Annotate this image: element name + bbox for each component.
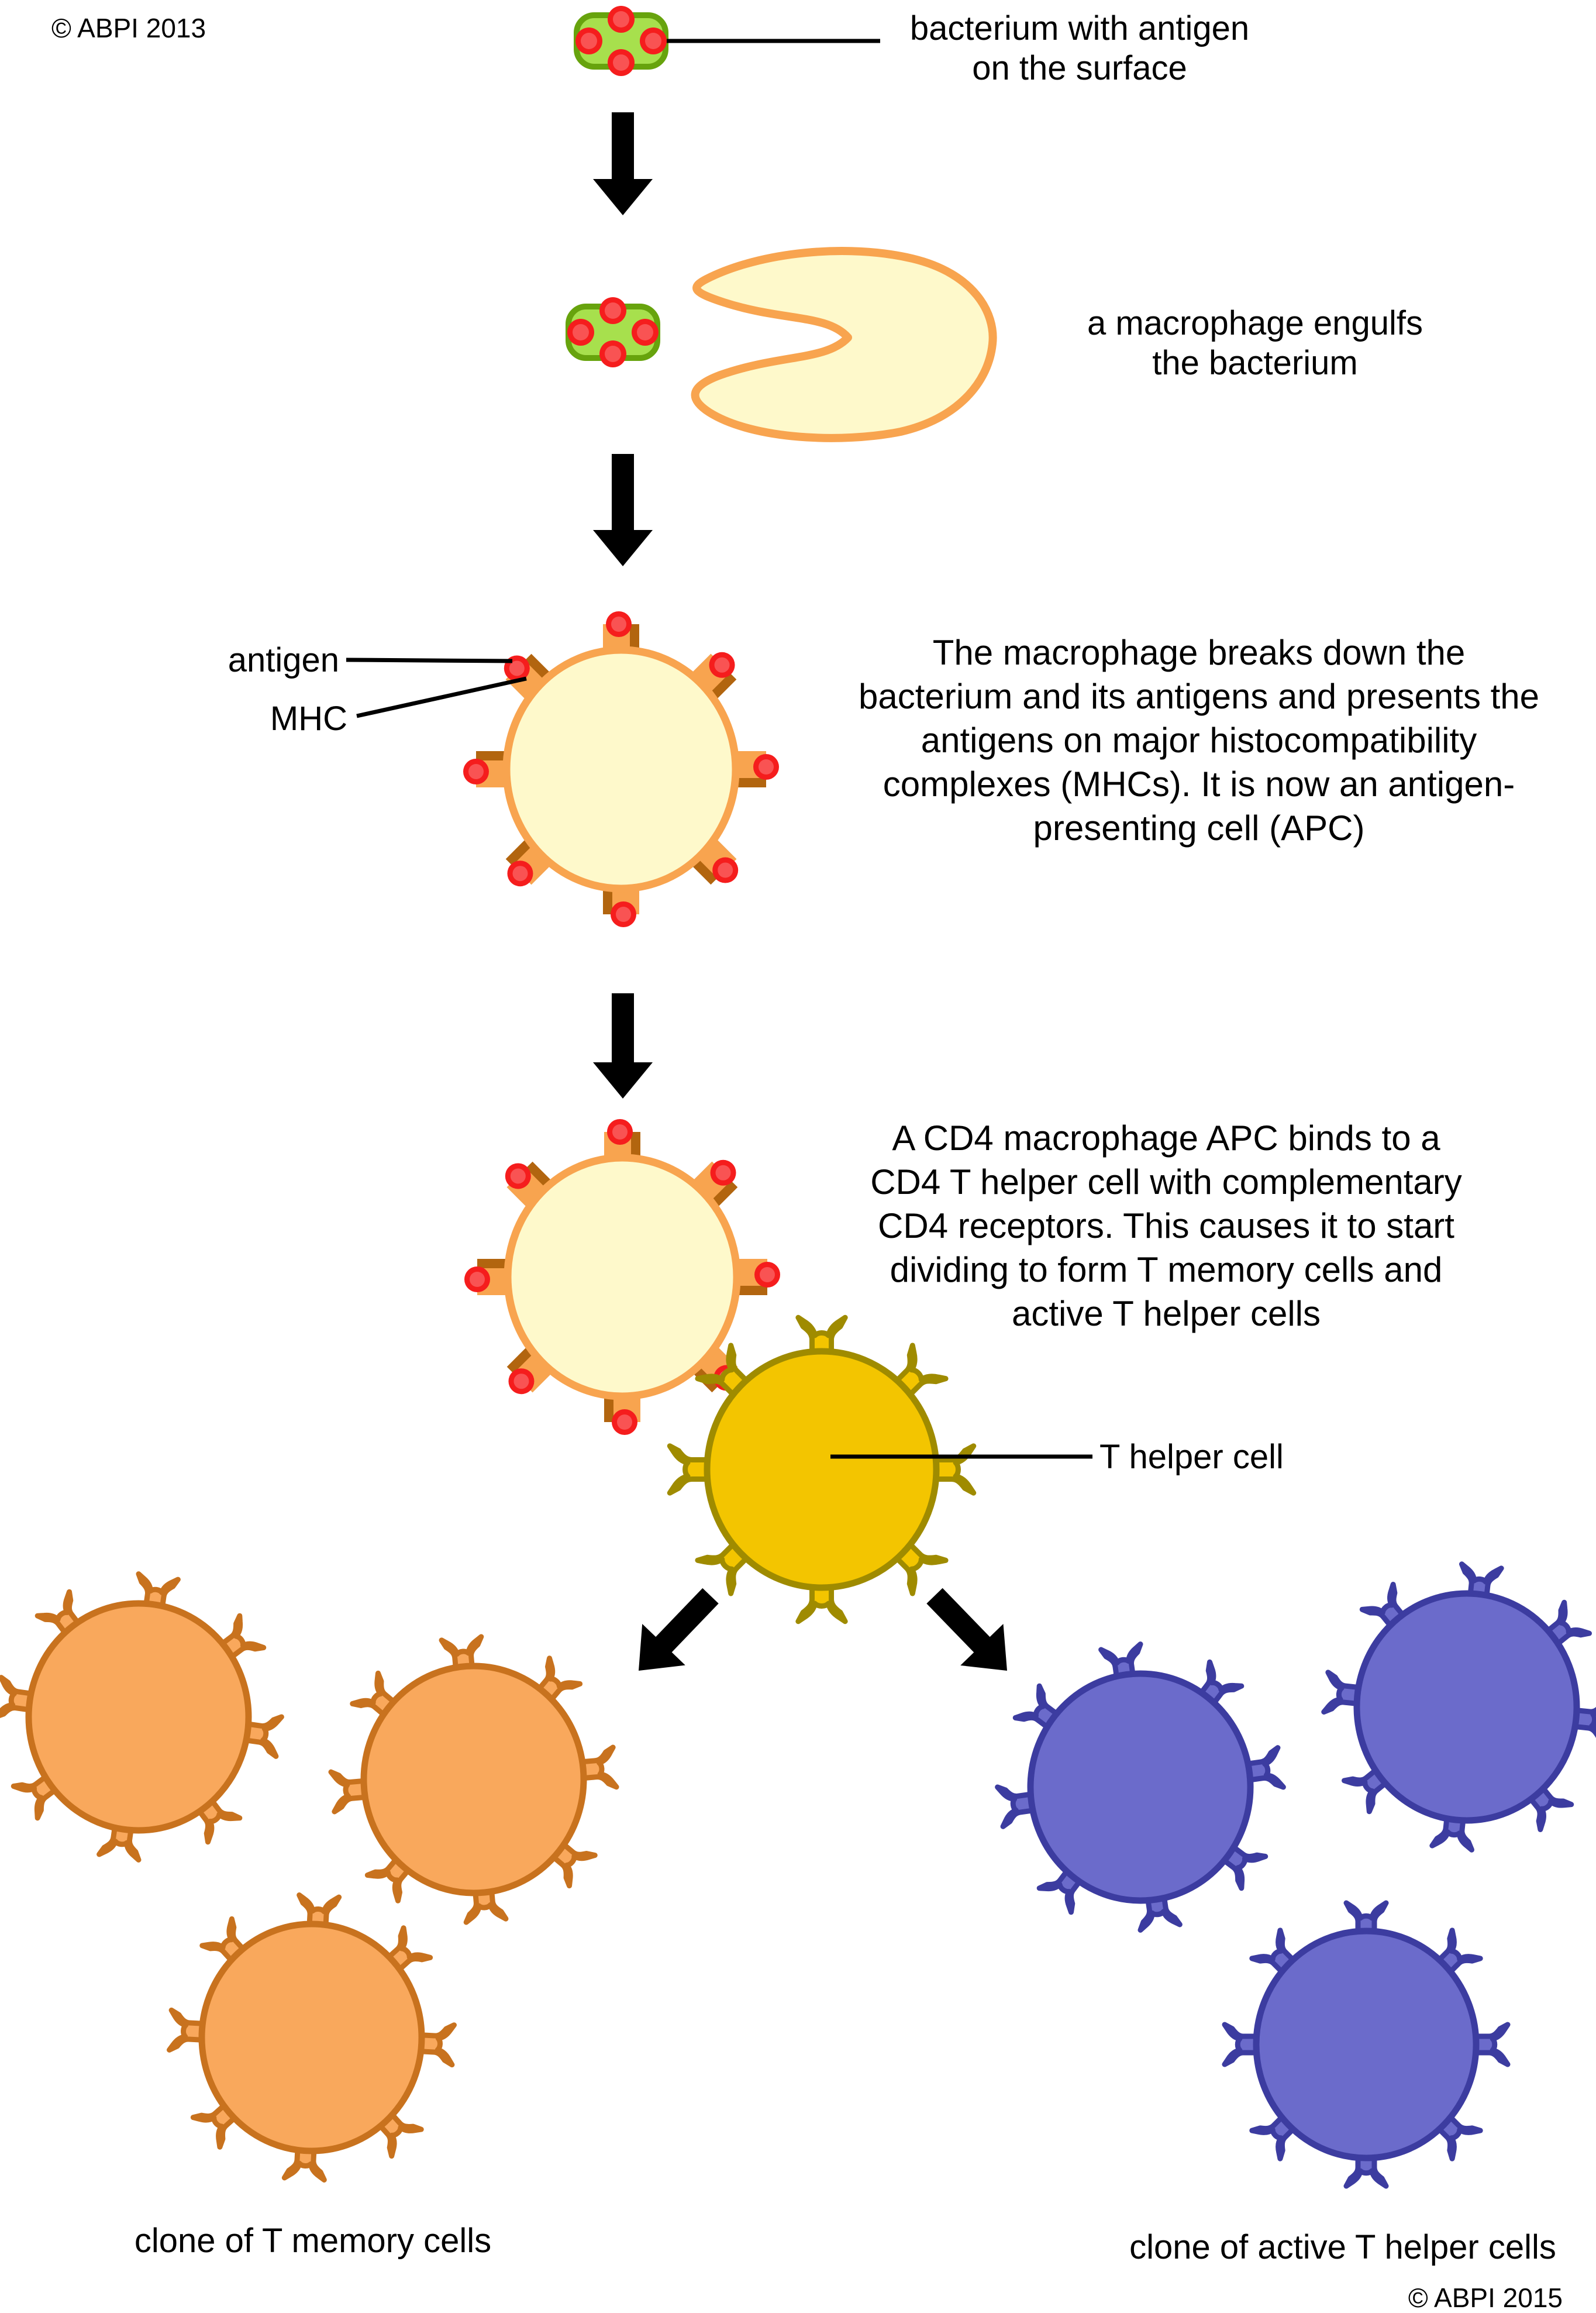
t-helper-cell	[667, 1314, 977, 1624]
apc-paragraph-line1: The macrophage breaks down the	[933, 633, 1466, 672]
macrophage-cell	[691, 247, 997, 442]
copyright-2013: © ABPI 2013	[51, 13, 206, 43]
clone-active-label: clone of active T helper cells	[1129, 2228, 1556, 2266]
bacterium-engulfed-icon	[566, 297, 660, 367]
antigen-leader-line	[346, 658, 513, 663]
arrow-step-1	[593, 112, 653, 215]
cd4-paragraph-line2: CD4 T helper cell with complementary	[870, 1162, 1462, 1202]
cd4-paragraph-line3: CD4 receptors. This causes it to start	[878, 1206, 1454, 1245]
antigen-presenting-cell	[463, 611, 779, 927]
macrophage-label-line1: a macrophage engulfs	[1087, 304, 1423, 342]
mhc-leader-line	[356, 676, 527, 718]
arrow-step-2	[593, 454, 653, 566]
cd4-paragraph-line5: active T helper cells	[1012, 1294, 1321, 1333]
copyright-2015: © ABPI 2015	[1408, 2283, 1563, 2313]
apc-paragraph-line2: bacterium and its antigens and presents …	[859, 677, 1539, 716]
bacterium-label-line2: on the surface	[972, 49, 1187, 87]
t-helper-label: T helper cell	[1099, 1438, 1284, 1476]
t-memory-cell-clone-group	[0, 1571, 619, 2183]
macrophage-label-line2: the bacterium	[1152, 344, 1357, 382]
arrow-step-3	[593, 993, 653, 1099]
bacterium-icon	[574, 6, 668, 76]
flow-arrows	[593, 112, 1007, 1671]
antigen-label: antigen	[228, 641, 339, 679]
cd4-paragraph-line4: dividing to form T memory cells and	[890, 1250, 1443, 1289]
arrow-to-memory-clone	[639, 1588, 719, 1671]
apc-paragraph-line5: presenting cell (APC)	[1033, 808, 1365, 848]
apc-paragraph-line4: complexes (MHCs). It is now an antigen-	[883, 765, 1515, 804]
arrow-to-active-clone	[926, 1588, 1007, 1671]
active-t-helper-clone-group	[995, 1561, 1596, 2189]
bacterium-label-line1: bacterium with antigen	[910, 9, 1249, 47]
clone-memory-label: clone of T memory cells	[135, 2222, 491, 2260]
cd4-paragraph-line1: A CD4 macrophage APC binds to a	[892, 1118, 1440, 1158]
apc-paragraph-line3: antigens on major histocompatibility	[921, 721, 1477, 760]
mhc-label: MHC	[270, 700, 347, 738]
antigen-presenting-cell-binding	[464, 1119, 780, 1435]
